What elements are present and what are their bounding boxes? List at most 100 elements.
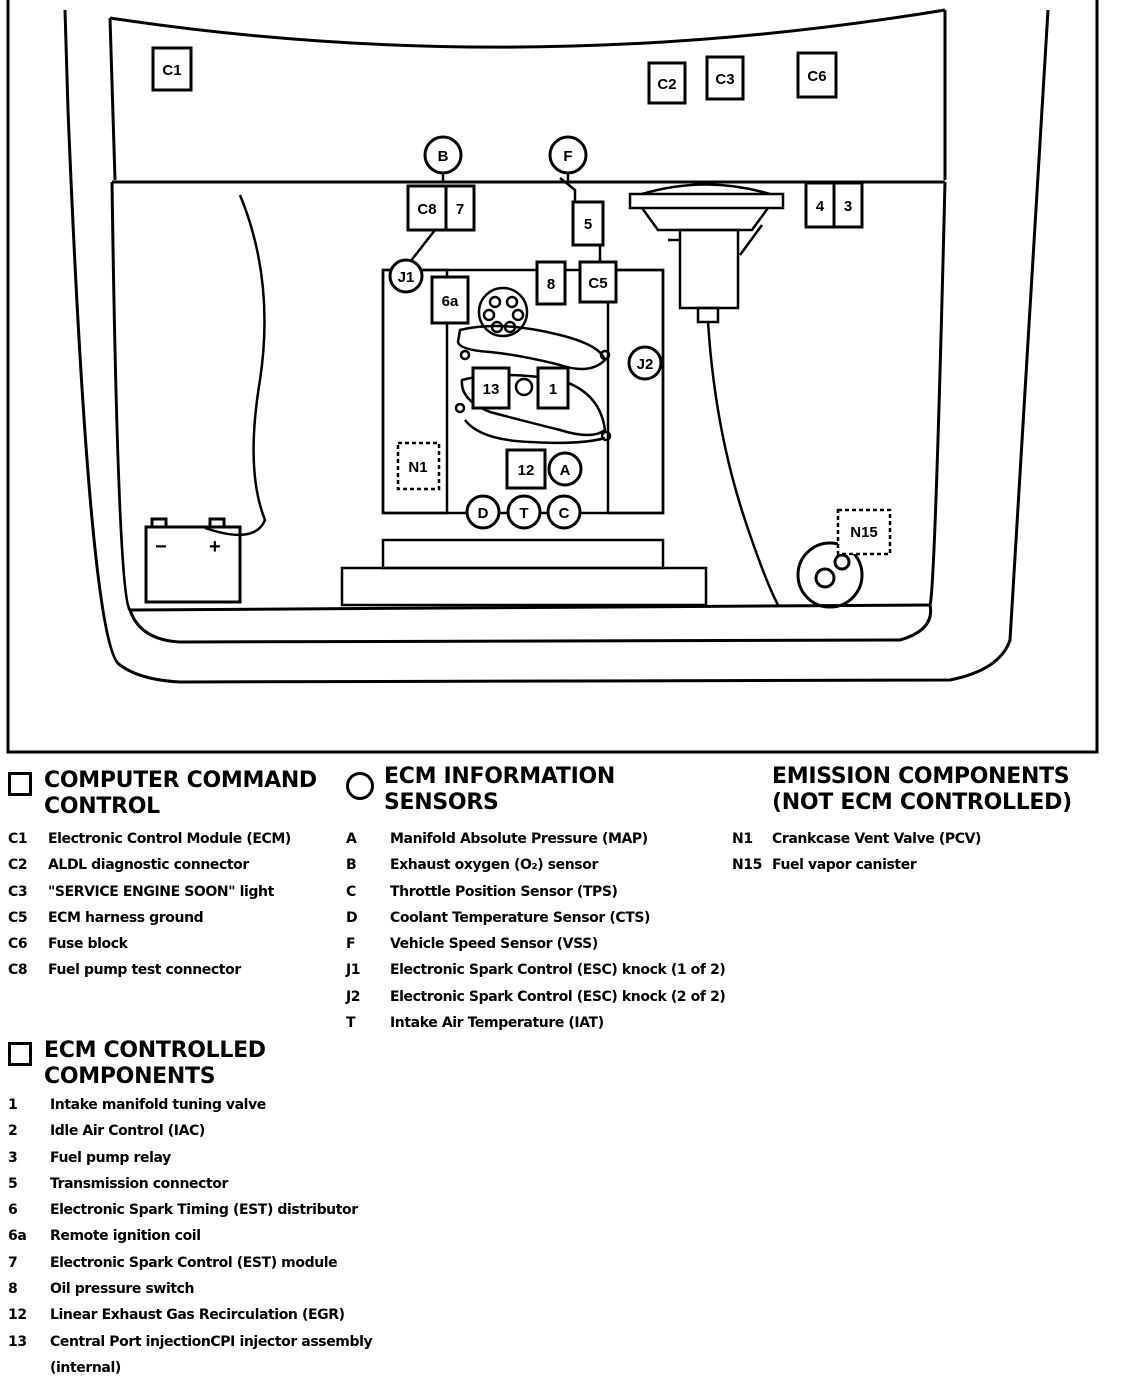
- t-circle: [506, 494, 542, 530]
- j1-circle: [388, 258, 424, 294]
- legend-item-text: Oil pressure switch: [50, 1281, 195, 1298]
- legend-item-text: Intake manifold tuning valve: [50, 1097, 266, 1113]
- legend-item-text: Manifold Absolute Pressure (MAP): [390, 831, 648, 847]
- legend-item: 12 Linear Exhaust Gas Recirculation (EGR): [8, 1302, 428, 1328]
- legend-item-code: C2: [8, 857, 28, 874]
- n15-box: [836, 508, 892, 556]
- n1-box: [536, 366, 570, 410]
- legend-header: ECM INFORMATION SENSORS: [346, 764, 766, 816]
- legend-item-code: T: [346, 1015, 356, 1032]
- emission-boxes: [396, 441, 892, 556]
- legend-item-code: 3: [8, 1149, 18, 1166]
- legend-item-text: Electronic Spark Timing (EST) distributo…: [50, 1202, 358, 1219]
- label-8: 8: [547, 276, 555, 293]
- engine-compartment-diagram: − + C1 C2 C3 C6: [6, 0, 1099, 754]
- label-a: A: [560, 462, 571, 479]
- label-b: B: [438, 148, 449, 165]
- label-d: D: [478, 505, 489, 522]
- legend-item-code: 12: [8, 1307, 27, 1324]
- c2-box: [647, 61, 687, 105]
- legend-item-text: "SERVICE ENGINE SOON" light: [48, 883, 274, 900]
- legend-item: C3"SERVICE ENGINE SOON" light: [8, 879, 348, 905]
- vehicle-body-outline: [63, 8, 1050, 684]
- legend-header: EMISSION COMPONENTS (NOT ECM CONTROLLED): [732, 764, 1112, 816]
- legend-item-code: C6: [8, 936, 28, 953]
- legend-item-text: Exhaust oxygen (O₂) sensor: [390, 857, 598, 874]
- label-c8: C8: [417, 201, 436, 218]
- legend-item: C6 Fuse block: [8, 931, 348, 957]
- legend-item-code: D: [346, 909, 358, 926]
- legend-item: J1 Electronic Spark Control (ESC) knock (…: [346, 957, 766, 983]
- c6-box: [796, 51, 838, 99]
- legend-item-text: Remote ignition coil: [50, 1228, 201, 1245]
- legend-item-text: Transmission connector: [50, 1175, 229, 1192]
- legend-item-code: 6: [8, 1202, 18, 1219]
- label-12: 12: [518, 462, 535, 479]
- legend-title: ECM INFORMATION SENSORS: [384, 764, 616, 815]
- legend-item: C2 ALDL diagnostic connector: [8, 852, 348, 878]
- legend-item-code: 7: [8, 1254, 18, 1271]
- legend-item-code: 5: [8, 1175, 18, 1192]
- legend-item-code: F: [346, 936, 356, 953]
- legend-item-text: Fuel pump test connector: [48, 962, 241, 979]
- sensor-circles: [388, 135, 663, 530]
- label-t: T: [519, 505, 528, 522]
- f-circle: [548, 135, 588, 175]
- legend-item-text: Coolant Temperature Sensor (CTS): [390, 909, 651, 926]
- air-cleaner: [628, 183, 785, 324]
- square-symbol-icon: [8, 772, 32, 796]
- diagram-labels: C1 C2 C3 C6 C8 7 5 4 3 8 C5 6a 13 1 12 N…: [162, 62, 877, 541]
- label-6a: 6a: [442, 293, 459, 310]
- legend-item-code: N1: [732, 831, 753, 847]
- legend-item-code: [8, 1355, 50, 1381]
- legend-item-code: 8: [8, 1281, 18, 1298]
- legend-item-code: J1: [346, 962, 361, 979]
- legend-item-code: N15: [732, 857, 762, 874]
- c-circle: [546, 494, 582, 530]
- label-1: 1: [549, 381, 557, 398]
- n6a-box: [430, 275, 470, 325]
- legend-item-text: Electronic Spark Control (ESC) knock (1 …: [390, 962, 726, 979]
- n7-box: [444, 184, 476, 232]
- legend-emission-components: EMISSION COMPONENTS (NOT ECM CONTROLLED)…: [732, 764, 1112, 879]
- legend-item-text: Fuse block: [48, 936, 128, 953]
- legend-header: ECM CONTROLLED COMPONENTS: [8, 1038, 428, 1090]
- distributor: [477, 286, 534, 397]
- legend-item-text: (internal): [50, 1359, 121, 1376]
- legend-item-text: Central Port injectionCPI injector assem…: [50, 1333, 373, 1350]
- n12-box: [505, 448, 547, 490]
- diagram-frame: [6, 0, 1099, 754]
- battery: − +: [144, 517, 242, 604]
- j2-circle: [627, 345, 663, 381]
- legend-title: COMPUTER COMMAND CONTROL: [44, 768, 317, 819]
- battery-plus-label: +: [209, 536, 221, 558]
- legend-item-text: ALDL diagnostic connector: [48, 857, 249, 874]
- legend-item: D Coolant Temperature Sensor (CTS): [346, 905, 766, 931]
- component-boxes: [151, 46, 864, 490]
- legend-item-code: J2: [346, 988, 361, 1005]
- legend-item-code: C: [346, 883, 356, 900]
- label-3: 3: [844, 198, 852, 215]
- b-circle: [423, 135, 463, 175]
- legend-item-text: Linear Exhaust Gas Recirculation (EGR): [50, 1307, 345, 1324]
- n13-box: [471, 366, 511, 410]
- label-j1: J1: [398, 269, 415, 286]
